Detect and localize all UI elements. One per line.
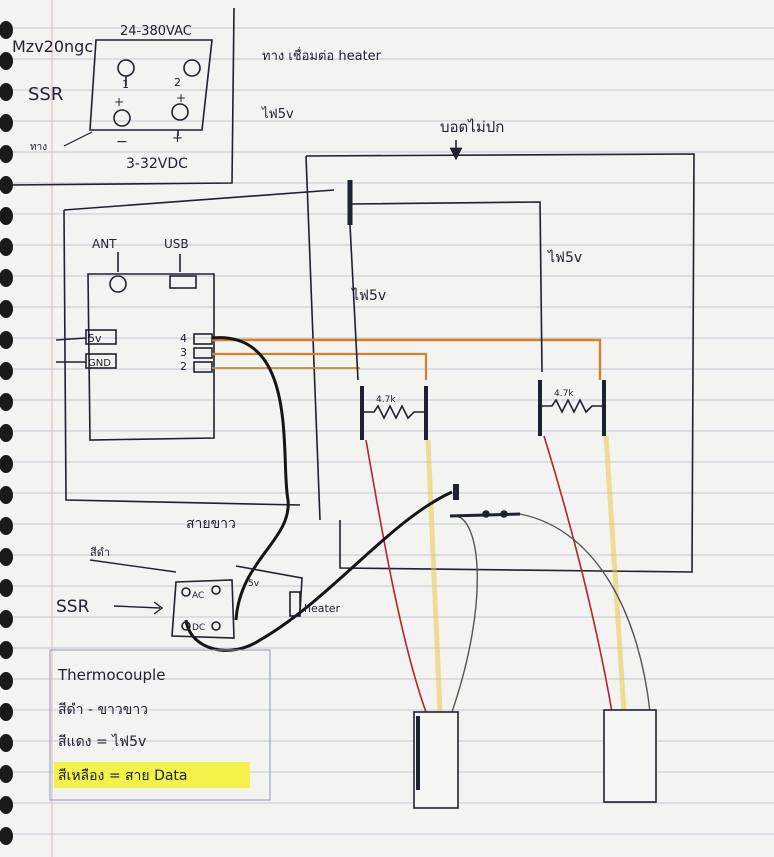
pin-gnd-label: GND (88, 358, 111, 369)
ring-hole (0, 455, 13, 473)
ring-hole (0, 579, 13, 597)
ssr-signal-wire (211, 336, 290, 621)
ring-hole (0, 486, 13, 504)
ring-holes (0, 21, 13, 845)
inset-title: Mzv20ngc (12, 37, 93, 56)
yellow-wire-left (425, 439, 443, 713)
inset-minus: − (116, 134, 128, 150)
legend-line1: สีดำ - ขาวขาว (58, 702, 148, 718)
data-wire-pin3 (212, 352, 428, 380)
legend-line2: สีแดง = ไฟ5v (58, 733, 146, 750)
inset-terminal-4 (171, 103, 189, 121)
ring-hole (0, 796, 13, 814)
resistor-right (538, 380, 606, 436)
black-wire-right (519, 513, 651, 713)
yellow-wire-right (603, 435, 627, 713)
ring-hole (0, 331, 13, 349)
ring-hole (0, 641, 13, 659)
black-wire-left (451, 515, 478, 713)
pin2-label: 2 (180, 360, 187, 373)
inset-plus: + (172, 131, 183, 146)
pin-5v-label: 5v (88, 332, 102, 345)
ring-hole (0, 207, 13, 225)
ring-hole (0, 362, 13, 380)
pin4-label: 4 (180, 332, 187, 345)
ring-hole (0, 114, 13, 132)
arduino-body (87, 273, 215, 441)
ring-hole (0, 145, 13, 163)
ring-hole (0, 300, 13, 318)
inset-pin1: 1 (122, 78, 129, 91)
resistor-right-value: 4.7k (554, 389, 574, 399)
legend-title: Thermocouple (57, 666, 165, 684)
inset-ssr-label: SSR (28, 84, 63, 105)
inset-dc-range: 3-32VDC (126, 156, 188, 172)
power-wire-top (63, 189, 335, 211)
ring-hole (0, 238, 13, 256)
ssr-inset (7, 7, 235, 186)
inset-aside-top: ทาง เชื่อมต่อ heater (262, 47, 382, 64)
ring-hole (0, 765, 13, 783)
ssr-dc-label: DC (192, 623, 205, 633)
ssr-top-label: สีดำ (90, 546, 110, 559)
board-outline (305, 153, 695, 573)
ring-hole (0, 176, 13, 194)
main-board (305, 140, 695, 573)
inset-pin2: 2 (174, 76, 181, 89)
legend-line3: สีเหลือง = สาย Data (58, 768, 188, 784)
ground-bus (449, 484, 521, 518)
thermocouple-probe-right (603, 709, 657, 803)
pin3-label: 3 (180, 346, 187, 359)
ring-hole (0, 734, 13, 752)
inset-pin3: + (114, 95, 124, 109)
ground-wire-to-ssr (184, 490, 453, 652)
inset-terminal-2 (183, 59, 201, 77)
thermocouple-probe-left (413, 711, 459, 809)
ring-hole (0, 548, 13, 566)
ring-hole (0, 83, 13, 101)
ring-hole (0, 21, 13, 39)
ssr-5v-label: 5v (248, 579, 260, 589)
power-rails (347, 180, 543, 381)
ring-hole (0, 52, 13, 70)
arduino-usb-connector (169, 275, 197, 289)
arduino-usb-label: USB (164, 237, 189, 251)
ring-hole (0, 269, 13, 287)
inset-pin4: + (176, 91, 186, 105)
ring-hole (0, 517, 13, 535)
arduino-ant-connector (109, 275, 127, 293)
ring-hole (0, 672, 13, 690)
white-wire-label: สายขาว (186, 516, 236, 532)
red-wire-left (365, 439, 427, 713)
heater-label: heater (304, 602, 341, 615)
resistor-left (360, 386, 428, 440)
ring-hole (0, 610, 13, 628)
ring-hole (0, 703, 13, 721)
red-wire-right (543, 435, 613, 713)
inset-frame (7, 7, 235, 186)
resistor-left-value: 4.7k (376, 395, 396, 405)
power-label-right: ไฟ5v (547, 249, 582, 266)
inset-terminal-3 (113, 109, 131, 127)
ssr-body-inset (89, 39, 213, 131)
ssr-side-label: SSR (56, 597, 90, 617)
inset-terminal-1 (117, 59, 135, 77)
power-wire-left (63, 209, 301, 506)
legend-box (49, 649, 271, 801)
ssr-device (171, 565, 303, 639)
ring-hole (0, 827, 13, 845)
ssr-ac-label: AC (192, 591, 204, 601)
data-wire-pin4 (212, 338, 602, 380)
inset-ac-range: 24-380VAC (120, 24, 192, 39)
inset-aside-mid: ไฟ5v (261, 106, 294, 122)
legend-highlight (54, 762, 250, 788)
ring-hole (0, 393, 13, 411)
inset-aside-left: ทาง (30, 142, 47, 153)
board-label: บอดไม่ปก (440, 118, 504, 136)
arduino-ant-label: ANT (92, 237, 117, 251)
power-label-left: ไฟ5v (351, 287, 386, 304)
ring-hole (0, 424, 13, 442)
